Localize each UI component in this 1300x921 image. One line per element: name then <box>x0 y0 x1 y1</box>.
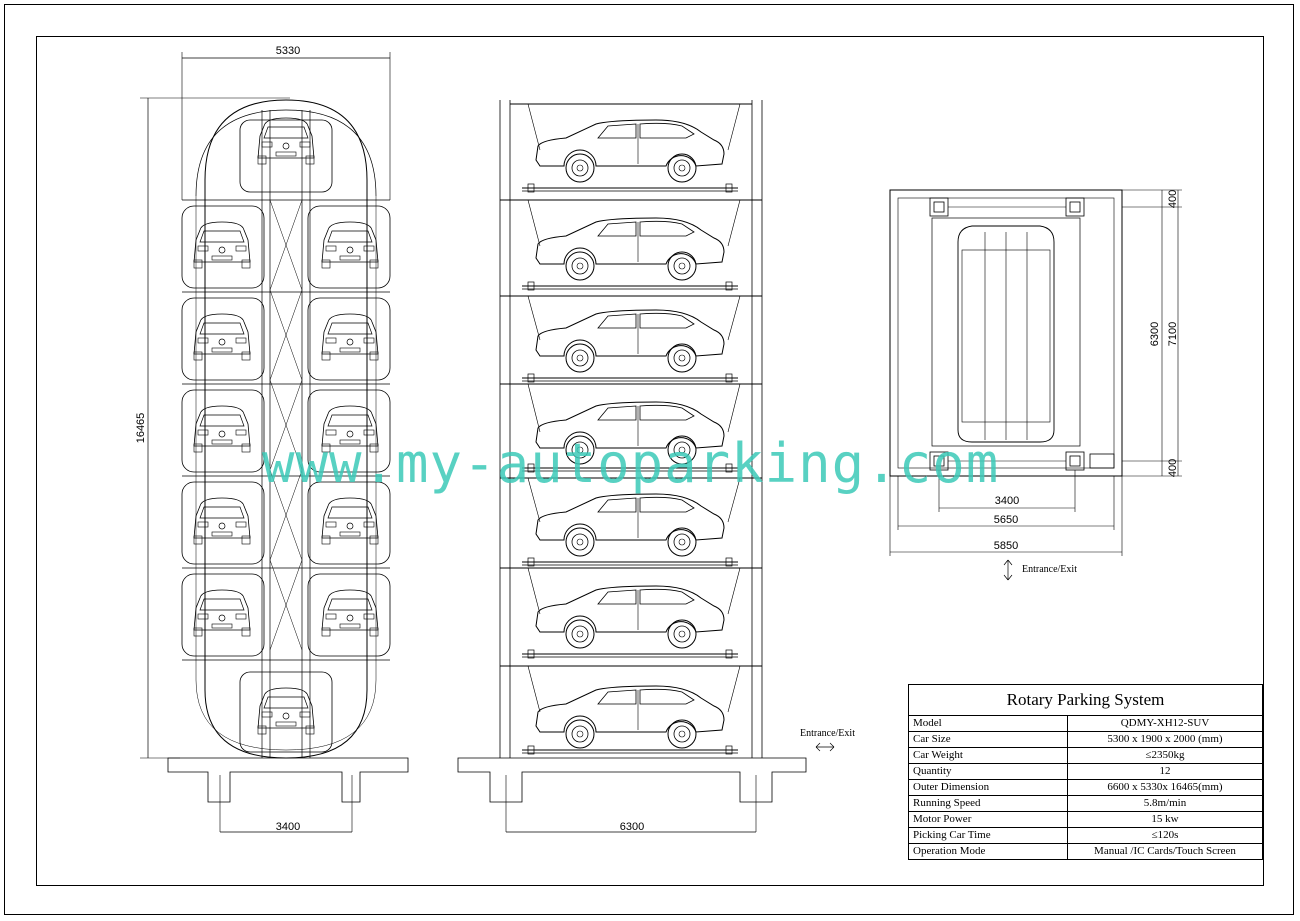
spec-key: Model <box>908 715 1068 732</box>
dim-plan-total: 7100 <box>1167 322 1179 346</box>
dim-plan-w2: 5650 <box>994 514 1018 526</box>
entrance-label-side: Entrance/Exit <box>800 728 855 739</box>
spec-value: 12 <box>1067 763 1263 780</box>
dim-plan-bottom: 400 <box>1167 459 1179 477</box>
spec-value: 15 kw <box>1067 811 1263 828</box>
spec-key: Car Size <box>908 731 1068 748</box>
dim-front-base: 3400 <box>276 821 300 833</box>
spec-value: Manual /IC Cards/Touch Screen <box>1067 843 1263 860</box>
spec-key: Outer Dimension <box>908 779 1068 796</box>
plan-view: 400 6300 7100 400 3400 5650 5850 Entranc… <box>889 189 1182 581</box>
front-view: 5330 16465 <box>135 45 409 833</box>
spec-value: QDMY-XH12-SUV <box>1067 715 1263 732</box>
spec-value: 5.8m/min <box>1067 795 1263 812</box>
spec-key: Running Speed <box>908 795 1068 812</box>
side-view: 6300 Entrance/Exit <box>457 100 855 833</box>
spec-key: Car Weight <box>908 747 1068 764</box>
dim-plan-w3: 5850 <box>994 540 1018 552</box>
vertical-double-arrow-icon <box>1003 559 1013 581</box>
spec-row: Picking Car Time≤120s <box>908 827 1263 844</box>
spec-key: Motor Power <box>908 811 1068 828</box>
double-arrow-icon <box>815 742 835 752</box>
spec-key: Operation Mode <box>908 843 1068 860</box>
spec-value: 6600 x 5330x 16465(mm) <box>1067 779 1263 796</box>
spec-value: ≤120s <box>1067 827 1263 844</box>
dim-plan-top: 400 <box>1167 190 1179 208</box>
inner-border <box>36 36 1264 886</box>
spec-value: ≤2350kg <box>1067 747 1263 764</box>
spec-key: Quantity <box>908 763 1068 780</box>
spec-key: Picking Car Time <box>908 827 1068 844</box>
outer-border <box>4 4 1294 915</box>
spec-title: Rotary Parking System <box>908 684 1263 716</box>
spec-value: 5300 x 1900 x 2000 (mm) <box>1067 731 1263 748</box>
dim-front-width: 5330 <box>276 45 300 57</box>
dim-front-height: 16465 <box>135 413 147 444</box>
entrance-label-plan: Entrance/Exit <box>1022 564 1077 575</box>
watermark: www.my-autoparking.com <box>262 432 1000 495</box>
spec-row: Car Weight≤2350kg <box>908 747 1263 764</box>
dim-plan-w1: 3400 <box>995 495 1019 507</box>
dim-plan-mid: 6300 <box>1149 322 1161 346</box>
dim-side-base: 6300 <box>620 821 644 833</box>
